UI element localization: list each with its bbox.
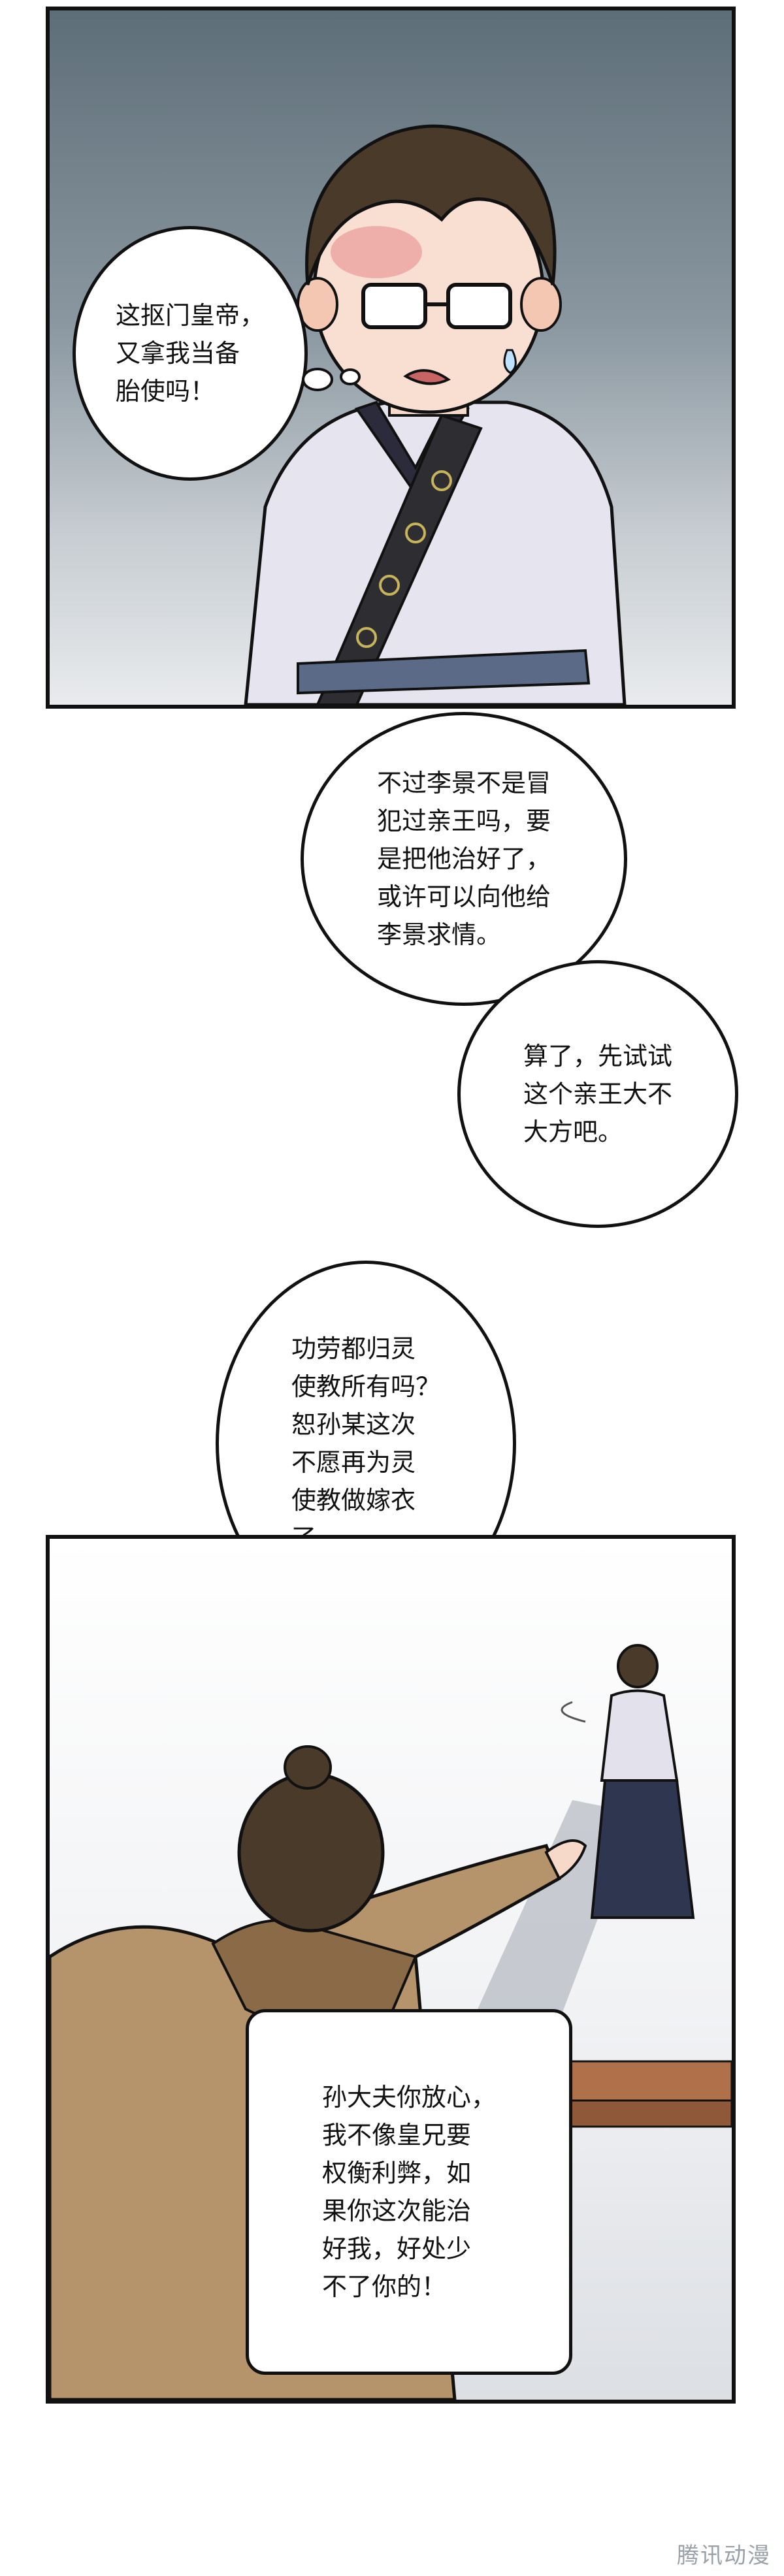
watermark: 腾讯动漫 (677, 2543, 771, 2569)
glasses-man-illustration (244, 124, 627, 705)
speech-bubble-3: 算了，先试试 这个亲王大不 大方吧。 (457, 960, 738, 1228)
speech-text-2: 不过李景不是冒 犯过亲王吗，要 是把他治好了， 或许可以向他给 李景求情。 (376, 769, 551, 949)
speech-bubble-5: 孙大夫你放心， 我不像皇兄要 权衡利弊，如 果你这次能治 好我，好处少 不了你的… (246, 2009, 572, 2375)
speech-text-4: 功劳都归灵 使教所有吗？ 恕孙某这次 不愿再为灵 使教做嫁衣 了。 (291, 1334, 440, 1553)
speech-text-3: 算了，先试试 这个亲王大不 大方吧。 (523, 1042, 672, 1146)
speech-text-5: 孙大夫你放心， 我不像皇兄要 权衡利弊，如 果你这次能治 好我，好处少 不了你的… (321, 2083, 496, 2301)
speech-bubble-2: 不过李景不是冒 犯过亲王吗，要 是把他治好了， 或许可以向他给 李景求情。 (301, 712, 627, 1006)
panel-2: 孙大夫你放心， 我不像皇兄要 权衡利弊，如 果你这次能治 好我，好处少 不了你的… (46, 1535, 736, 2404)
thought-bubble-1: 这抠门皇帝， 又拿我当备 胎使吗！ (73, 226, 308, 481)
thought-text-1: 这抠门皇帝， 又拿我当备 胎使吗！ (115, 301, 265, 406)
thought-bubble-dots (302, 368, 361, 391)
panel-1: 这抠门皇帝， 又拿我当备 胎使吗！ (46, 7, 736, 709)
